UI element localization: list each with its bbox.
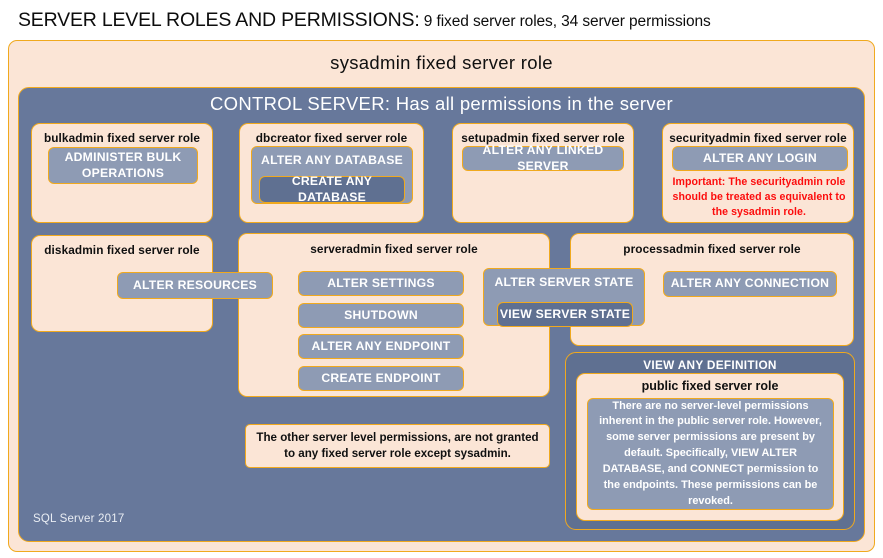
page-title-subtitle: 9 fixed server roles, 34 server permissi… — [419, 13, 711, 30]
permission-create-endpoint[interactable]: CREATE ENDPOINT — [298, 366, 464, 391]
role-label-serveradmin: serveradmin fixed server role — [310, 242, 478, 256]
role-box-securityadmin: securityadmin fixed server role — [662, 123, 854, 223]
permission-view-server-state[interactable]: VIEW SERVER STATE — [497, 302, 633, 327]
securityadmin-warning-note: Important: The securityadmin role should… — [672, 176, 846, 219]
role-label-diskadmin: diskadmin fixed server role — [44, 243, 200, 257]
role-label-bulkadmin: bulkadmin fixed server role — [43, 131, 201, 145]
permission-alter-any-connection[interactable]: ALTER ANY CONNECTION — [663, 271, 837, 297]
public-role-note: There are no server-level permissions in… — [587, 398, 834, 510]
permission-administer-bulk-operations[interactable]: ADMINISTER BULK OPERATIONS — [48, 147, 198, 184]
permission-alter-resources[interactable]: ALTER RESOURCES — [117, 272, 273, 299]
role-label-dbcreator: dbcreator fixed server role — [255, 131, 408, 145]
other-permissions-note: The other server level permissions, are … — [245, 424, 550, 468]
permission-alter-any-linked-server[interactable]: ALTER ANY LINKED SERVER — [462, 143, 624, 173]
sql-server-version-label: SQL Server 2017 — [33, 513, 125, 525]
permission-view-any-definition-label: VIEW ANY DEFINITION — [643, 358, 777, 372]
permission-create-any-database[interactable]: CREATE ANY DATABASE — [259, 174, 405, 204]
role-box-setupadmin: setupadmin fixed server role — [452, 123, 634, 223]
permission-shutdown[interactable]: SHUTDOWN — [298, 303, 464, 328]
permission-alter-any-endpoint[interactable]: ALTER ANY ENDPOINT — [298, 334, 464, 359]
page-title-main: SERVER LEVEL ROLES AND PERMISSIONS: — [18, 9, 420, 31]
role-label-setupadmin: setupadmin fixed server role — [461, 131, 625, 145]
sysadmin-role-label: sysadmin fixed server role — [330, 52, 553, 73]
permission-alter-settings[interactable]: ALTER SETTINGS — [298, 271, 464, 296]
control-server-label: CONTROL SERVER: Has all permissions in t… — [210, 93, 673, 114]
page-title: SERVER LEVEL ROLES AND PERMISSIONS: 9 fi… — [18, 9, 868, 35]
role-label-processadmin: processadmin fixed server role — [623, 242, 801, 256]
role-label-public: public fixed server role — [641, 379, 779, 393]
permission-alter-any-login[interactable]: ALTER ANY LOGIN — [672, 146, 848, 171]
role-label-securityadmin: securityadmin fixed server role — [669, 131, 847, 145]
